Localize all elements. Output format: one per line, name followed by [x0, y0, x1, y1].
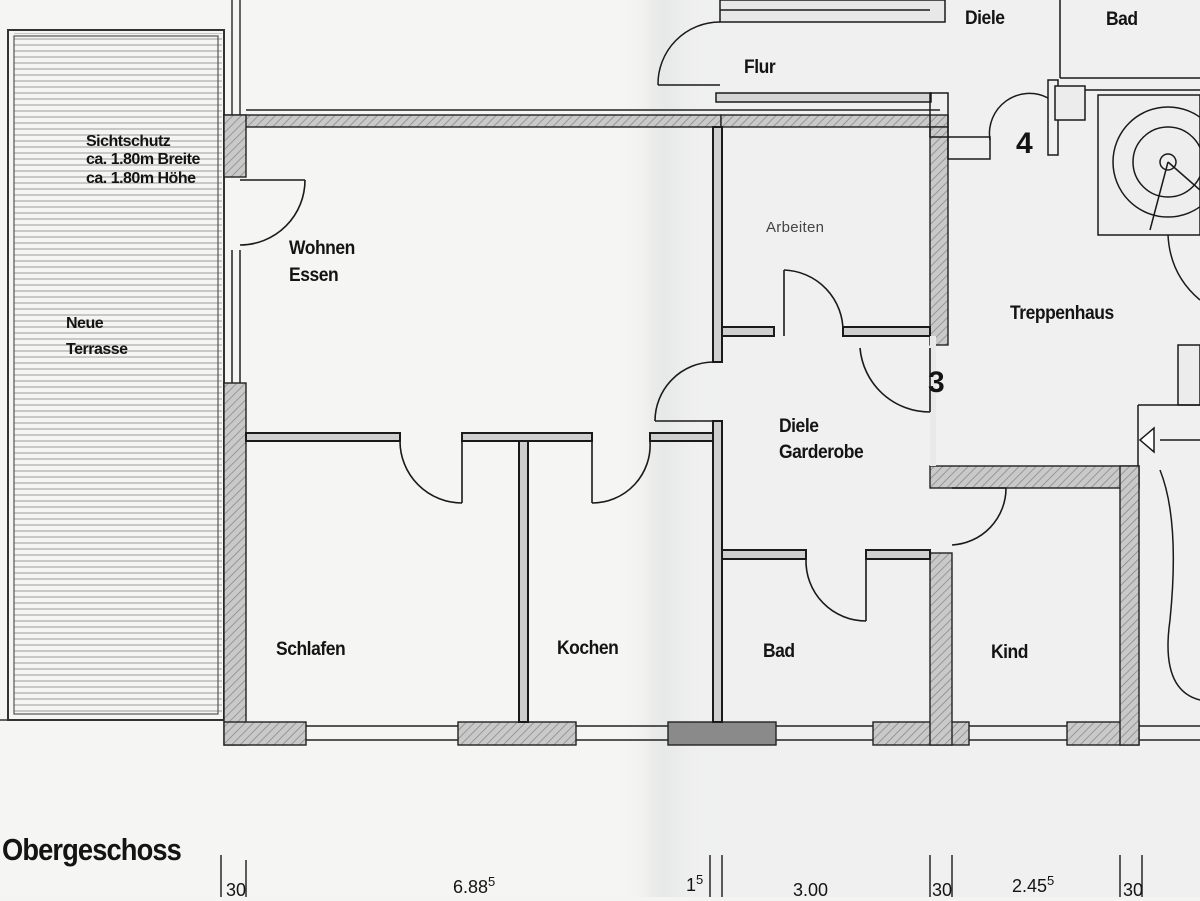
dimension-value-4: 3.00: [793, 880, 829, 900]
terrace-label-line-2: Terrasse: [66, 340, 128, 358]
privacy-screen-note: Sichtschutz ca. 1.80m Breite ca. 1.80m H…: [86, 133, 200, 188]
dimension-sup-3: 5: [696, 872, 704, 887]
floor-title: Obergeschoss: [2, 832, 182, 867]
terrace-label: Neue Terrasse: [66, 311, 128, 362]
dimension-value-6: 2.45: [1012, 876, 1048, 896]
unit-number-4: 4: [1016, 127, 1033, 160]
dimension-label-4: 3.00: [793, 880, 828, 901]
windows: [231, 109, 1200, 741]
paper-fold-shadow: [610, 0, 720, 897]
terrace: [0, 0, 241, 721]
dimension-label-7: 30: [1123, 880, 1143, 901]
dimension-sup-2: 5: [488, 874, 496, 889]
dimension-value-1: 30: [226, 880, 247, 900]
dimension-value-2: 6.88: [453, 877, 489, 897]
room-label-flur: Flur: [744, 57, 776, 78]
doors: [239, 179, 1007, 622]
room-label-kind: Kind: [991, 642, 1029, 663]
room-label-diele-garderobe: Diele Garderobe: [779, 414, 864, 465]
room-label-wohnen: Wohnen: [289, 238, 355, 259]
room-label-schlafen: Schlafen: [276, 639, 346, 660]
upper-area: [657, 0, 1200, 701]
room-label-diele: Diele: [779, 416, 819, 437]
dimension-sup-6: 5: [1047, 873, 1055, 888]
room-label-bad: Bad: [763, 641, 795, 662]
room-label-garderobe: Garderobe: [779, 441, 864, 463]
dimension-value-3: 1: [686, 875, 697, 895]
dimension-value-5: 30: [932, 880, 953, 900]
walls: [223, 114, 1140, 746]
interior-walls: [245, 126, 936, 723]
dimension-ticks: [220, 855, 1143, 897]
dimension-label-1: 30: [226, 880, 246, 901]
dimension-value-7: 30: [1123, 880, 1144, 900]
privacy-screen-line-2: ca. 1.80m Breite: [86, 151, 200, 169]
dimension-label-3: 15: [686, 872, 704, 896]
privacy-screen-line-3: ca. 1.80m Höhe: [86, 169, 196, 187]
room-label-bad-top: Bad: [1106, 9, 1138, 30]
room-label-treppenhaus: Treppenhaus: [1010, 303, 1114, 324]
room-label-essen: Essen: [289, 264, 339, 286]
dimension-label-6: 2.455: [1012, 873, 1055, 897]
room-label-kochen: Kochen: [557, 638, 619, 659]
room-label-wohnen-essen: Wohnen Essen: [289, 236, 355, 289]
terrace-label-line-1: Neue: [66, 315, 104, 332]
privacy-screen-line-1: Sichtschutz: [86, 133, 171, 150]
room-label-arbeiten: Arbeiten: [766, 219, 825, 236]
room-label-diele-top: Diele: [965, 8, 1005, 29]
dimension-label-5: 30: [932, 880, 952, 901]
unit-number-3: 3: [928, 366, 945, 399]
dimension-label-2: 6.885: [453, 874, 496, 898]
